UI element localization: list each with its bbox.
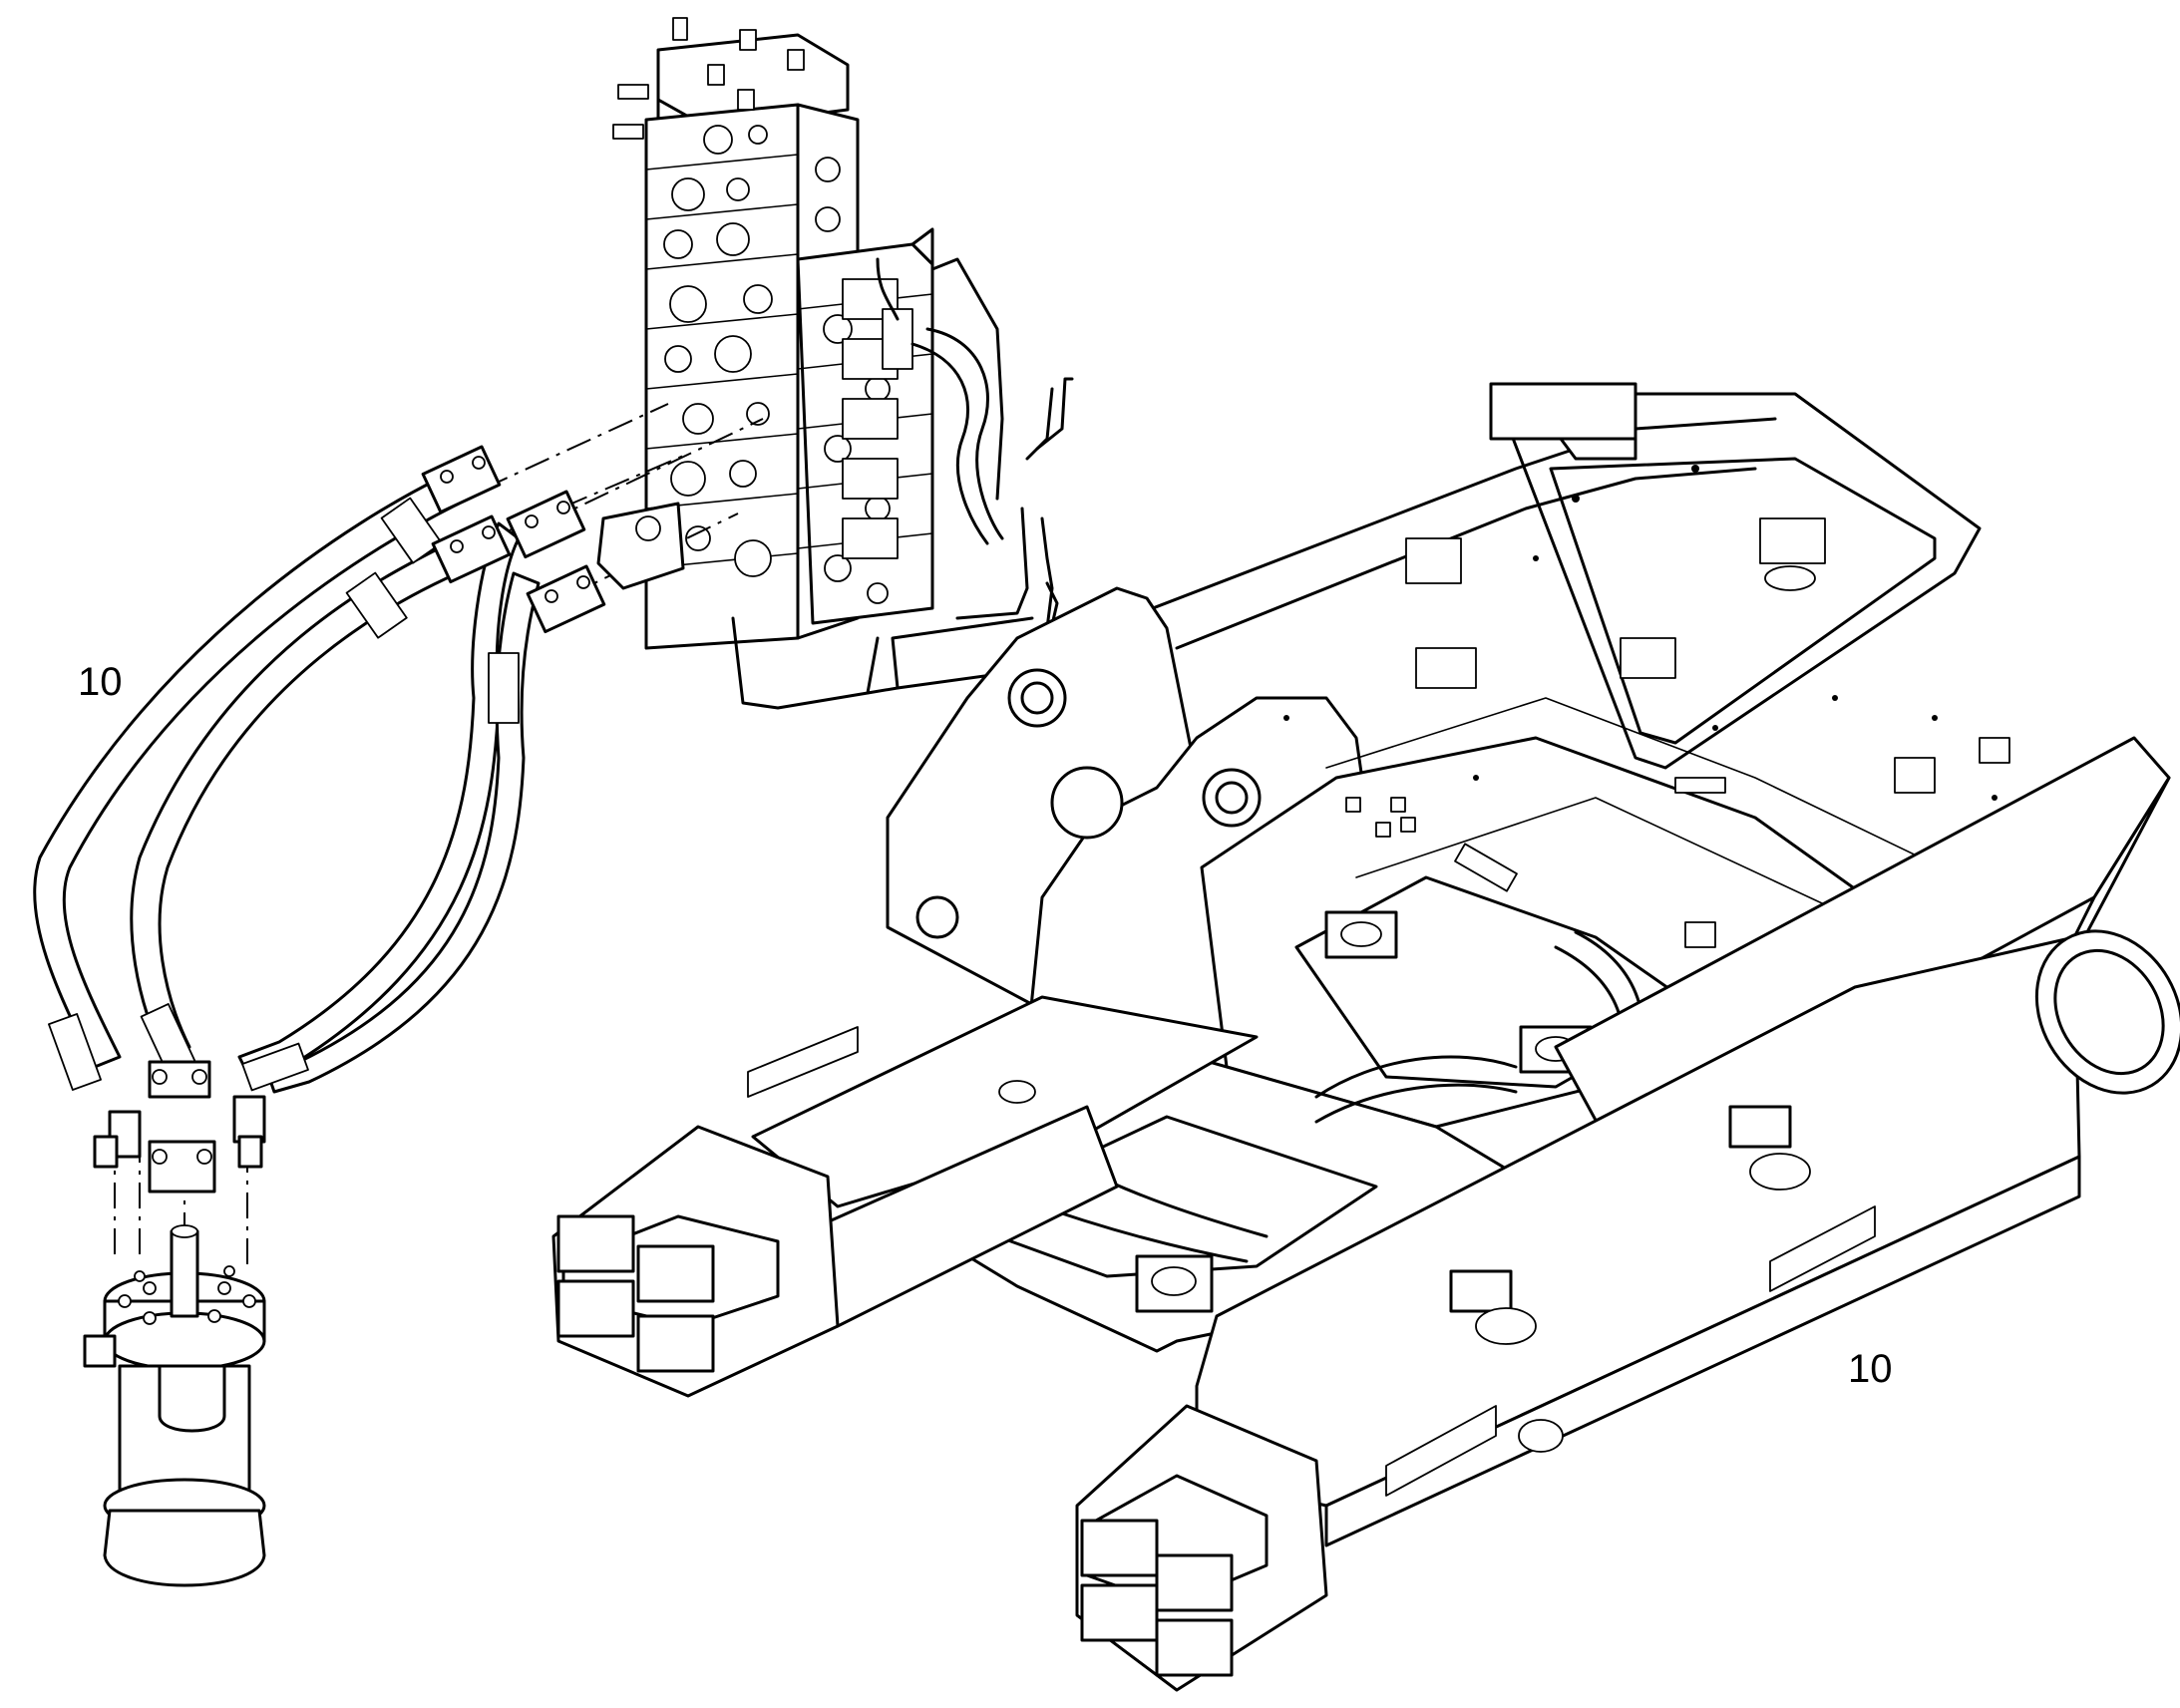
valve-mounting-bracket — [731, 257, 1074, 710]
swivel-joint — [83, 1224, 266, 1587]
adapter-plate — [596, 502, 685, 590]
track-rack-teeth — [1385, 1205, 1876, 1497]
valve-top-bolts — [612, 17, 805, 140]
lower-fittings — [93, 1060, 266, 1194]
control-valve-block — [612, 17, 1074, 710]
callout-label-right: 10 — [1848, 1347, 1893, 1391]
undercarriage-frame-rails — [1125, 382, 1982, 770]
small-fasteners — [1283, 465, 1998, 801]
track-frame-front — [551, 995, 1259, 1398]
hydraulic-hoses — [33, 477, 541, 1094]
valve-ports — [663, 125, 891, 604]
callout-label-left: 10 — [78, 660, 123, 704]
track-frame-rear — [1075, 736, 2180, 1692]
hose-flanges-upper — [421, 445, 606, 634]
